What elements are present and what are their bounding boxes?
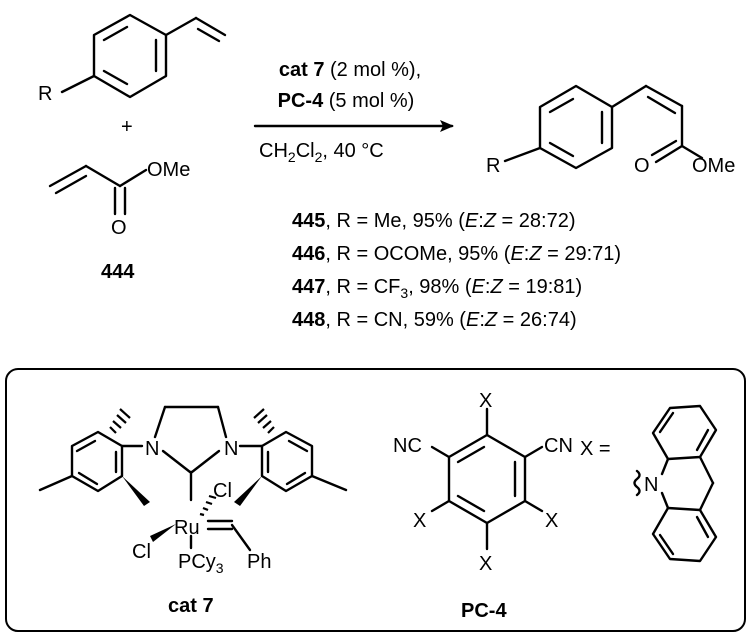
acrylate-ome-label: OMe <box>147 159 190 181</box>
styrene-structure: R <box>38 13 227 105</box>
pc4-cn-right: CN <box>544 435 573 457</box>
pc4-nc-left: NC <box>393 435 422 457</box>
cat7-ph: Ph <box>247 551 271 573</box>
ru-cl-hash-bond <box>199 494 217 517</box>
reaction-arrow <box>253 120 454 132</box>
results-list: 445, R = Me, 95% (E:Z = 28:72) 446, R = … <box>292 210 621 331</box>
acrylate-o-label: O <box>111 217 127 239</box>
x-definition-label: X = <box>580 438 611 460</box>
cat7-cl-top: Cl <box>213 480 232 502</box>
cat7-cl-left: Cl <box>132 541 151 563</box>
pc4-x-left: X <box>413 510 426 532</box>
styrene-r-label: R <box>38 83 52 105</box>
result-row-448: 448, R = CN, 59% (E:Z = 26:74) <box>292 309 577 331</box>
pc4-x-top: X <box>479 390 492 412</box>
plus-sign: + <box>121 116 133 138</box>
product-o-label: O <box>634 155 650 177</box>
product-r-label: R <box>486 155 500 177</box>
right-mesityl-hash-methyl <box>253 408 275 434</box>
cat-7-structure: N N Cl Ru Cl PCy3 Ph cat 7 <box>38 405 348 617</box>
cat7-ru: Ru <box>174 517 200 539</box>
carbazolyl-structure: X = N <box>580 404 718 563</box>
product-ome-label: OMe <box>692 155 735 177</box>
cat7-pcy3: PCy3 <box>178 551 224 576</box>
pc-4-label: PC-4 <box>461 600 507 622</box>
reaction-conditions: CH2Cl2, 40 °C <box>259 140 384 165</box>
result-row-446: 446, R = OCOMe, 95% (E:Z = 29:71) <box>292 243 621 265</box>
compound-number-444: 444 <box>101 261 135 283</box>
result-row-447: 447, R = CF3, 98% (E:Z = 19:81) <box>292 276 582 301</box>
pc4-x-right: X <box>545 510 558 532</box>
left-mesityl-hash-methyl <box>109 408 131 434</box>
carbazole-n: N <box>644 474 658 496</box>
product-structure: R O OMe <box>486 84 735 177</box>
attachment-squiggle <box>633 469 641 497</box>
reagent-line-1: cat 7 (2 mol %), <box>279 59 421 81</box>
cat7-n-left: N <box>145 438 159 460</box>
cat7-n-right: N <box>224 438 238 460</box>
methyl-acrylate-structure: OMe O 444 <box>48 159 190 283</box>
cat-7-label: cat 7 <box>168 595 214 617</box>
reagent-line-2: PC-4 (5 mol %) <box>278 90 415 112</box>
catalyst-info-box <box>5 368 746 632</box>
pc-4-structure: X NC CN X X X PC-4 <box>393 390 573 622</box>
pc4-x-bottom: X <box>479 553 492 575</box>
result-row-445: 445, R = Me, 95% (E:Z = 28:72) <box>292 210 576 232</box>
